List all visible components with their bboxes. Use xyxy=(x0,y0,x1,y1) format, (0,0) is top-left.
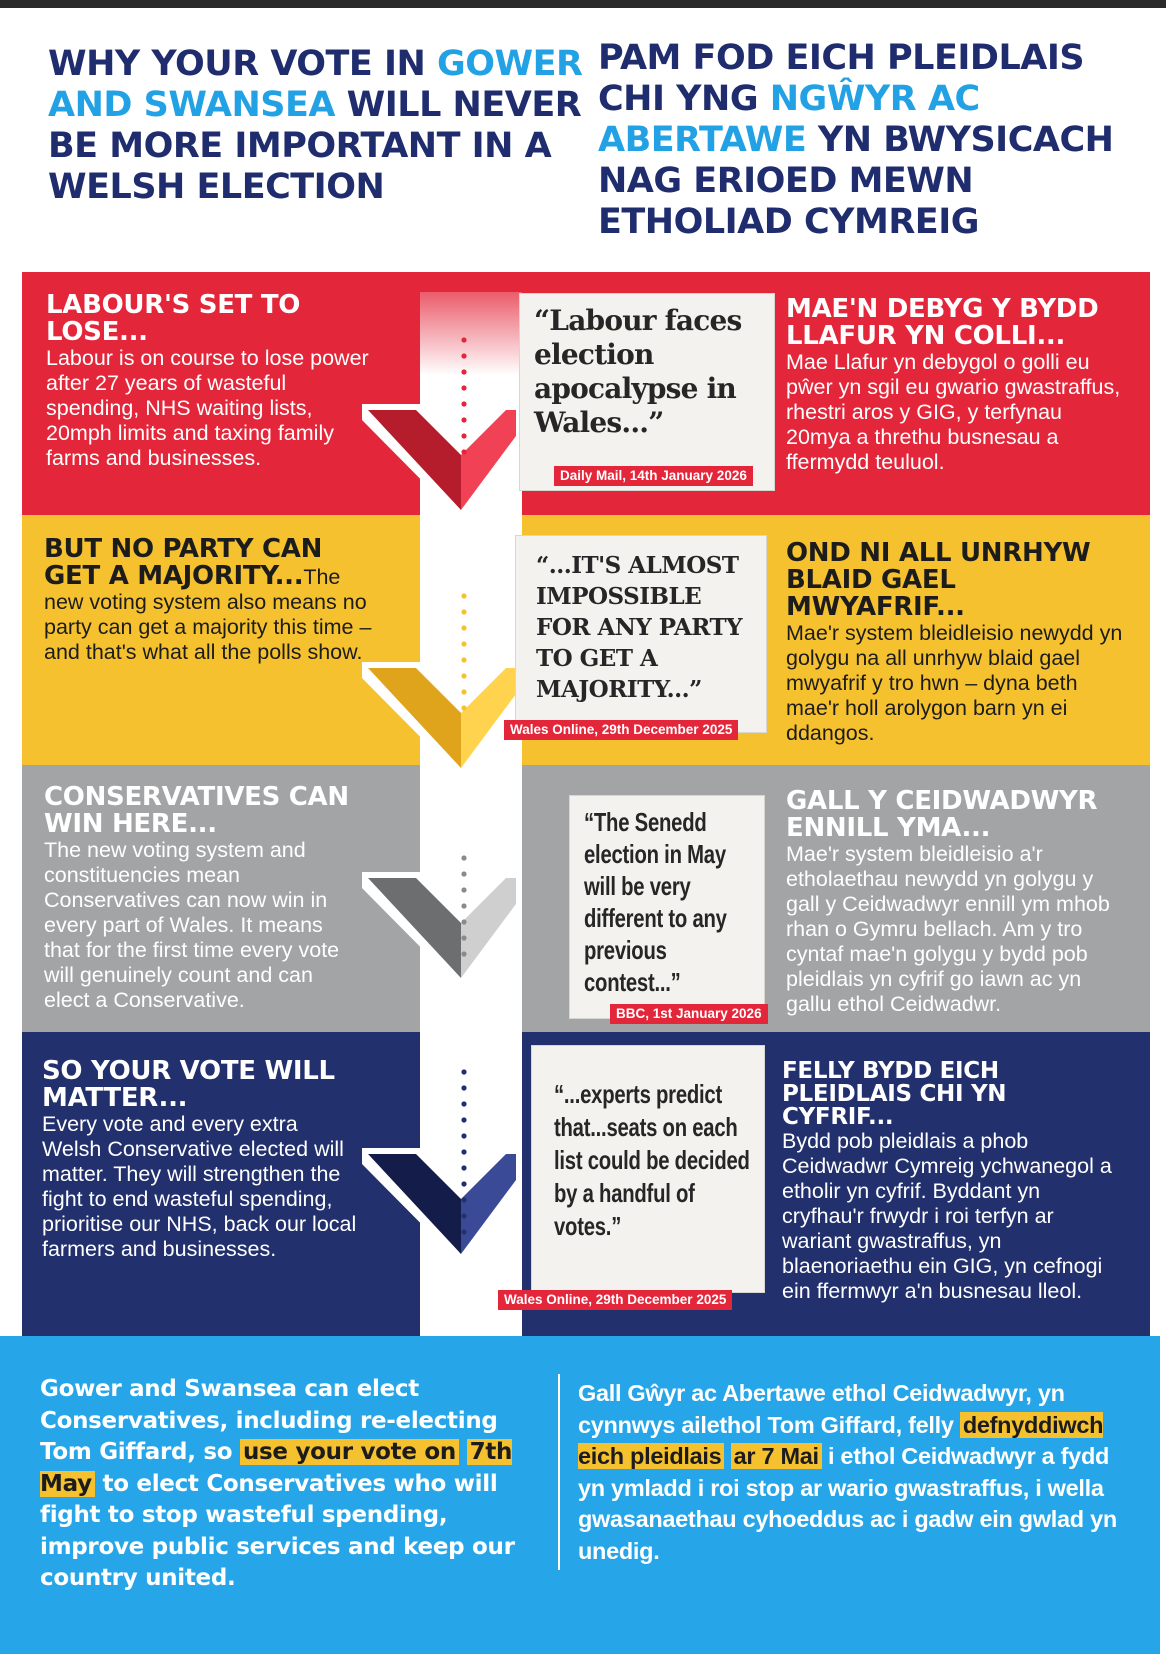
section-1-en-body: Labour is on course to lose power after … xyxy=(46,346,369,470)
cta-cy-after: i ethol Ceidwadwyr a fydd yn ymladd i ro… xyxy=(578,1443,1117,1564)
quote-3-source: BBC, 1st January 2026 xyxy=(610,1004,768,1024)
cta-welsh: Gall Gŵyr ac Abertawe ethol Ceidwadwyr, … xyxy=(578,1378,1118,1567)
quote-3-text: “The Senedd election in May will be very… xyxy=(584,807,727,997)
section-2-cy-title: OND NI ALL UNRHYW BLAID GAEL MWYAFRIF... xyxy=(786,538,1091,622)
heading-en-part2: WILL NEVER BE MORE IMPORTANT IN A WELSH … xyxy=(48,85,582,207)
heading-welsh: PAM FOD EICH PLEIDLAIS CHI YNG NGŴYR AC … xyxy=(598,38,1138,243)
section-2-en-title: BUT NO PARTY CAN GET A MAJORITY... xyxy=(44,534,323,591)
quote-card-1: “Labour faces election apocalypse in Wal… xyxy=(520,294,774,490)
section-2-cy-body: Mae'r system bleidleisio newydd yn golyg… xyxy=(786,621,1123,745)
heading-en-part1: WHY YOUR VOTE IN xyxy=(48,44,438,84)
quote-card-4: “...experts predict that...seats on each… xyxy=(498,1046,764,1310)
cta-en-after: to elect Conservatives who will fight to… xyxy=(40,1470,515,1592)
heading-cy-part1: PAM FOD EICH PLEIDLAIS CHI YNG xyxy=(598,38,1085,119)
cta-english: Gower and Swansea can elect Conservative… xyxy=(40,1374,546,1595)
cta-cy-before: Gall Gŵyr ac Abertawe ethol Ceidwadwyr, … xyxy=(578,1380,1065,1438)
section-3-en-body: The new voting system and constituencies… xyxy=(44,838,340,1012)
section-3-english: CONSERVATIVES CAN WIN HERE... The new vo… xyxy=(44,784,364,1013)
heading-english: WHY YOUR VOTE IN GOWER AND SWANSEA WILL … xyxy=(48,44,588,208)
cta-en-before: Gower and Swansea can elect Conservative… xyxy=(40,1376,498,1465)
section-1-cy-title: MAE'N DEBYG Y BYDD LLAFUR YN COLLI... xyxy=(786,294,1099,351)
section-2-en-body: The new voting system also means no part… xyxy=(44,565,372,664)
heading-en-highlight: GOWER AND SWANSEA xyxy=(48,44,583,125)
quote-2-source: Wales Online, 29th December 2025 xyxy=(504,720,739,740)
quote-card-3: “The Senedd election in May will be very… xyxy=(570,796,768,1024)
quote-1-text: “Labour faces election apocalypse in Wal… xyxy=(534,304,742,439)
section-3-cy-title: GALL Y CEIDWADWYR ENNILL YMA... xyxy=(786,786,1098,843)
quote-1-source: Daily Mail, 14th January 2026 xyxy=(554,466,753,486)
heading-cy-part2: YN BWYSICACH NAG ERIOED MEWN ETHOLIAD CY… xyxy=(598,120,1114,242)
section-3-cy-body: Mae'r system bleidleisio a'r etholaethau… xyxy=(786,842,1110,1016)
section-4-en-body: Every vote and every extra Welsh Conserv… xyxy=(42,1112,357,1261)
section-4-en-title: SO YOUR VOTE WILL MATTER... xyxy=(42,1056,335,1113)
heading-cy-highlight: NGŴYR AC ABERTAWE xyxy=(598,79,980,160)
quote-2-text: “...IT'S ALMOST IMPOSSIBLE FOR ANY PARTY… xyxy=(536,552,743,703)
quote-4-source: Wales Online, 29th December 2025 xyxy=(498,1290,733,1310)
section-1-welsh: MAE'N DEBYG Y BYDD LLAFUR YN COLLI... Ma… xyxy=(786,296,1126,475)
section-4-welsh: FELLY BYDD EICH PLEIDLAIS CHI YN CYFRIF.… xyxy=(782,1060,1122,1304)
section-1-cy-body: Mae Llafur yn debygol o golli eu pŵer yn… xyxy=(786,350,1121,474)
cta-cy-highlight-2: ar 7 Mai xyxy=(730,1443,822,1469)
section-1-english: LABOUR'S SET TO LOSE... Labour is on cou… xyxy=(46,292,376,471)
quote-4-text: “...experts predict that...seats on each… xyxy=(554,1079,750,1241)
scan-top-edge xyxy=(0,0,1166,8)
section-2-english: BUT NO PARTY CAN GET A MAJORITY...The ne… xyxy=(44,536,374,665)
section-4-cy-body: Bydd pob pleidlais a phob Ceidwadwr Cymr… xyxy=(782,1129,1112,1303)
section-2-welsh: OND NI ALL UNRHYW BLAID GAEL MWYAFRIF...… xyxy=(786,540,1126,746)
quote-card-2: “...IT'S ALMOST IMPOSSIBLE FOR ANY PARTY… xyxy=(504,536,766,740)
banner-divider xyxy=(558,1374,560,1570)
section-1-en-title: LABOUR'S SET TO LOSE... xyxy=(46,290,301,347)
section-4-cy-title: FELLY BYDD EICH PLEIDLAIS CHI YN CYFRIF.… xyxy=(782,1058,1007,1130)
section-4-english: SO YOUR VOTE WILL MATTER... Every vote a… xyxy=(42,1058,362,1262)
section-3-en-title: CONSERVATIVES CAN WIN HERE... xyxy=(44,782,349,839)
cta-en-highlight-1: use your vote on xyxy=(239,1439,459,1465)
section-3-welsh: GALL Y CEIDWADWYR ENNILL YMA... Mae'r sy… xyxy=(786,788,1126,1017)
call-to-action-banner xyxy=(0,1336,1160,1654)
